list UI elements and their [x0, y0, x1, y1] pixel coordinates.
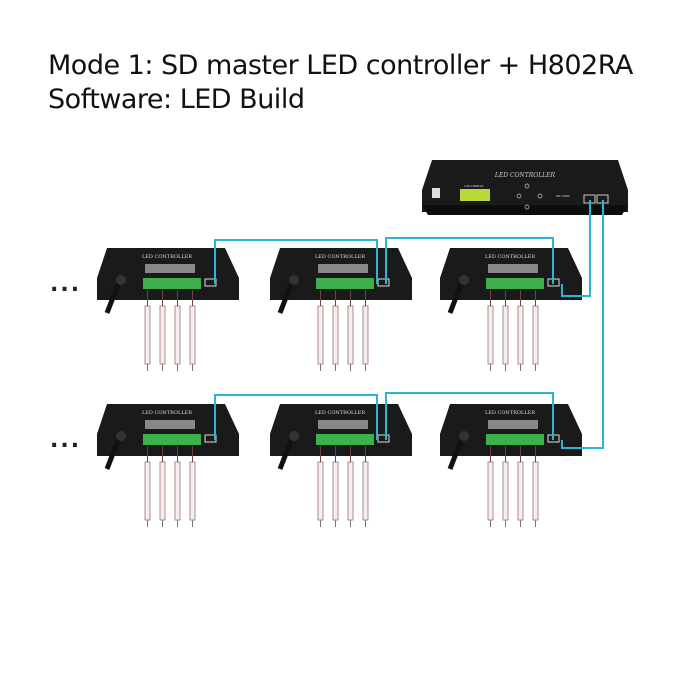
- power-cable: [277, 437, 295, 470]
- cable-gland: [289, 275, 299, 285]
- led-strip: [347, 461, 354, 521]
- led-strip: [487, 461, 494, 521]
- led-strip: [189, 305, 196, 365]
- cable-row1-slave2-to-slave1: [214, 239, 378, 284]
- sd-card-label: SD CARD: [556, 194, 570, 198]
- nav-button: [524, 183, 530, 189]
- slave-controller: LED CONTROLLER: [270, 404, 412, 527]
- power-cable: [104, 437, 122, 470]
- cable-row1-slave3-to-slave2: [385, 237, 554, 284]
- terminal-block: [486, 278, 544, 289]
- nav-button: [516, 193, 522, 199]
- led-strip: [174, 305, 181, 365]
- cable-master-to-row2: [561, 200, 604, 449]
- led-strip: [517, 461, 524, 521]
- led-strip: [502, 461, 509, 521]
- controller-label: LED CONTROLLER: [485, 254, 535, 260]
- power-cable: [277, 281, 295, 314]
- cable-gland: [116, 431, 126, 441]
- led-strip: [347, 305, 354, 365]
- controller-body: [440, 248, 582, 300]
- slave-controller: LED CONTROLLER: [440, 248, 582, 371]
- lcd-label: LCD DISPLAY: [464, 184, 483, 188]
- controller-body: [97, 404, 239, 456]
- terminal-block: [316, 434, 374, 445]
- controller-label: LED CONTROLLER: [142, 254, 192, 260]
- title-line-1: Mode 1: SD master LED controller + H802R…: [48, 50, 633, 81]
- controller-label: LED CONTROLLER: [142, 410, 192, 416]
- led-strip: [189, 461, 196, 521]
- nav-button: [537, 193, 543, 199]
- led-strip: [532, 461, 539, 521]
- slave-controller: LED CONTROLLER: [97, 248, 239, 371]
- led-strip: [487, 305, 494, 365]
- led-strip: [159, 305, 166, 365]
- cable-gland: [459, 431, 469, 441]
- pin-header: [318, 264, 368, 273]
- terminal-block: [143, 434, 201, 445]
- terminal-block: [316, 278, 374, 289]
- slave-controller: LED CONTROLLER: [97, 404, 239, 527]
- controller-label: LED CONTROLLER: [315, 410, 365, 416]
- power-cable: [104, 281, 122, 314]
- pin-header: [488, 420, 538, 429]
- controller-label: LED CONTROLLER: [315, 254, 365, 260]
- power-cable: [447, 281, 465, 314]
- pin-header: [318, 420, 368, 429]
- controller-body: [440, 404, 582, 456]
- terminal-block: [143, 278, 201, 289]
- led-strip: [532, 305, 539, 365]
- controller-body: [97, 248, 239, 300]
- nav-button: [524, 204, 530, 210]
- cable-gland: [459, 275, 469, 285]
- led-strip: [159, 461, 166, 521]
- master-label: LED CONTROLLER: [494, 172, 556, 179]
- controller-label: LED CONTROLLER: [485, 410, 535, 416]
- slave-controller: LED CONTROLLER: [270, 248, 412, 371]
- cable-gland: [116, 275, 126, 285]
- pin-header: [488, 264, 538, 273]
- led-strip: [174, 461, 181, 521]
- terminal-block: [486, 434, 544, 445]
- slave-controller: LED CONTROLLER: [440, 404, 582, 527]
- master-base: [422, 205, 628, 215]
- cable-row2-slave3-to-slave2: [385, 392, 554, 440]
- led-strip: [317, 305, 324, 365]
- led-strip: [362, 305, 369, 365]
- cable-master-to-row1: [561, 200, 591, 297]
- led-strip: [144, 461, 151, 521]
- master-controller: LED CONTROLLER LCD DISPLAY SD CARD: [422, 160, 628, 215]
- led-strip: [332, 461, 339, 521]
- led-strip: [144, 305, 151, 365]
- led-strip: [332, 305, 339, 365]
- led-strip: [502, 305, 509, 365]
- cable-row2-slave2-to-slave1: [214, 394, 378, 440]
- more-controllers-row-1: ...: [50, 272, 82, 297]
- pin-header: [145, 264, 195, 273]
- power-switch: [432, 188, 440, 198]
- pin-header: [145, 420, 195, 429]
- more-controllers-row-2: ...: [50, 428, 82, 453]
- lcd-display: [460, 189, 490, 201]
- led-strip: [362, 461, 369, 521]
- power-cable: [447, 437, 465, 470]
- title-line-2: Software: LED Build: [48, 84, 305, 115]
- led-strip: [317, 461, 324, 521]
- led-strip: [517, 305, 524, 365]
- cable-gland: [289, 431, 299, 441]
